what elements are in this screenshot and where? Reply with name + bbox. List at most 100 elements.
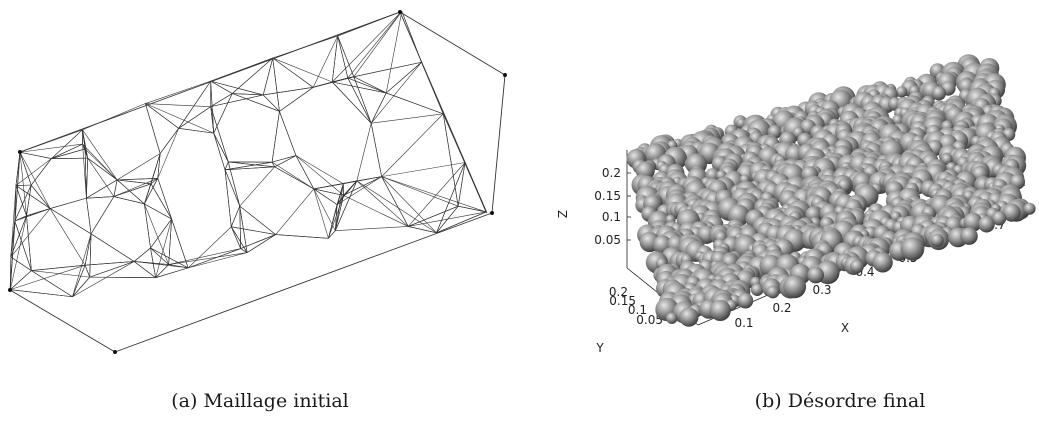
mesh-edge <box>31 264 86 271</box>
mesh-edge <box>210 80 233 94</box>
mesh-outline-edge <box>491 74 506 214</box>
sphere <box>931 86 946 101</box>
mesh-edge <box>313 188 344 196</box>
mesh-edge <box>145 80 211 104</box>
mesh-edge <box>210 81 214 134</box>
mesh-edge <box>89 233 92 278</box>
mesh-edge <box>312 35 338 88</box>
mesh-edge <box>356 180 409 227</box>
mesh-edge <box>133 261 156 278</box>
mesh-edge <box>239 206 248 253</box>
mesh-edge <box>155 264 169 278</box>
mesh-edge <box>246 234 276 253</box>
mesh-edge <box>134 261 189 269</box>
mesh-edge <box>210 106 214 134</box>
mesh-edge <box>381 162 466 177</box>
mesh-edge <box>15 158 52 186</box>
mesh-edge <box>224 161 229 170</box>
mesh-edge <box>262 57 274 96</box>
mesh-edge <box>15 185 27 216</box>
mesh-edge <box>271 162 275 167</box>
mesh-edge <box>157 153 161 179</box>
mesh-edge <box>436 162 466 233</box>
sphere <box>666 312 678 324</box>
mesh-edge <box>332 76 354 83</box>
mesh-corner-node <box>8 288 12 292</box>
mesh-edge <box>313 188 336 231</box>
mesh-edge <box>49 208 92 235</box>
mesh-edge <box>113 179 118 197</box>
mesh-edge <box>10 215 27 258</box>
mesh-edge <box>188 248 241 269</box>
mesh-edge <box>84 233 92 266</box>
mesh-edge <box>356 180 437 234</box>
mesh-edge <box>274 155 297 168</box>
mesh-edge <box>442 113 459 207</box>
sphere <box>991 211 1007 226</box>
sphere <box>783 275 807 299</box>
mesh-edge <box>347 11 403 79</box>
mesh-edge <box>187 226 232 269</box>
mesh-edge <box>337 35 349 79</box>
mesh-edge <box>150 247 169 265</box>
mesh-edge <box>232 57 273 94</box>
sphere <box>709 299 731 321</box>
sphere <box>807 266 824 284</box>
mesh-edge <box>72 276 90 297</box>
mesh-edge <box>89 276 156 279</box>
y-tick-label: 0.1 <box>628 303 647 317</box>
mesh-edge <box>213 132 229 163</box>
mesh-outline-edge <box>9 289 116 353</box>
mesh-edge <box>408 226 437 234</box>
mesh-edge <box>370 123 382 177</box>
mesh-edge <box>343 180 358 196</box>
sphere <box>978 216 995 233</box>
mesh-edge <box>86 158 89 199</box>
mesh-edge <box>336 183 344 205</box>
y-axis-label: Y <box>595 341 604 355</box>
sphere <box>872 252 893 273</box>
mesh-edge <box>145 103 179 129</box>
mesh-edge <box>335 226 409 232</box>
mesh-edge <box>275 188 315 235</box>
mesh-edge <box>150 218 172 249</box>
mesh-edge <box>19 152 27 216</box>
mesh-outline <box>9 11 506 353</box>
mesh-edge <box>82 143 88 159</box>
mesh-edge <box>436 206 459 234</box>
mesh-edge <box>313 81 333 88</box>
mesh-edge <box>116 179 145 205</box>
mesh-edge <box>10 208 51 258</box>
mesh-edge <box>386 62 422 94</box>
mesh-edge <box>171 218 189 268</box>
mesh-edge <box>332 81 372 124</box>
mesh-edge <box>31 270 73 298</box>
mesh-edge <box>271 111 280 163</box>
mesh-edge <box>210 93 233 107</box>
mesh-edge <box>275 234 329 239</box>
mesh-edge <box>85 261 135 266</box>
mesh-edge <box>230 226 241 249</box>
mesh-edge <box>271 161 314 190</box>
mesh-edge <box>14 220 32 271</box>
mesh-edge <box>240 234 276 249</box>
mesh-edge <box>168 252 248 265</box>
sphere <box>900 237 925 261</box>
x-tick-label: 0.2 <box>772 301 791 315</box>
caption-b-text: Désordre final <box>787 390 926 412</box>
mesh-edge <box>30 184 51 209</box>
mesh-edge <box>26 185 32 216</box>
sphere <box>766 285 780 299</box>
mesh-edge <box>356 123 372 181</box>
tetrahedral-mesh-wireframe <box>8 10 507 354</box>
mesh-edge <box>328 230 336 239</box>
mesh-edge <box>272 57 314 88</box>
sphere <box>941 153 953 165</box>
mesh-edge <box>335 204 338 231</box>
mesh-edge <box>72 261 135 298</box>
sphere <box>895 86 908 98</box>
mesh-edge <box>51 143 83 159</box>
mesh-edge <box>381 113 444 177</box>
mesh-edge <box>381 176 437 234</box>
